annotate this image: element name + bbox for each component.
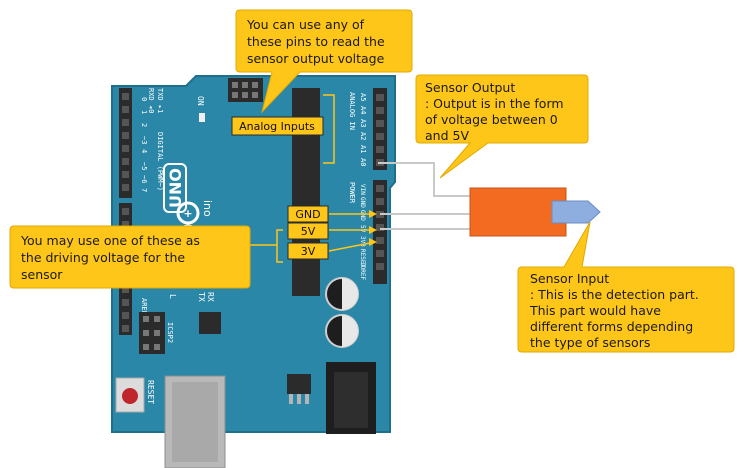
callout-sensor-input-line: : This is the detection part. [530,287,699,302]
power-bracket [276,229,283,263]
power-pin-label: GND [359,210,366,221]
callout-sensor-input-line: different forms depending [530,319,693,334]
power-pin-label: VIN [359,184,366,195]
power-pin-label: 5V [359,225,366,233]
voltage-regulator [287,374,311,404]
analog-pin-label: A4 [359,106,367,114]
power-pin-label: GND [359,197,366,208]
l-led-label: L [168,294,177,299]
power-pin-label: IOREF [359,262,366,280]
digital-pin-label: ~5 [140,162,148,170]
callout-sensor-input-line: This part would have [529,303,661,318]
analog-pin-label: A3 [359,119,367,127]
callout-sensor-output: Sensor Output : Output is in the form of… [415,74,589,179]
analog-bracket [323,94,335,164]
on-led [199,113,205,122]
callout-sensor-input: Sensor Input : This is the detection par… [517,221,735,353]
callout-sensor-output-line: : Output is in the form [425,96,564,111]
analog-pin-label: A0 [359,158,367,166]
capacitor-top [325,277,359,311]
digital-pin-label: 1 [140,110,148,114]
icsp-header-top [228,78,263,102]
tag-gnd: GND [287,205,329,223]
rxd-label: RXD ◂0 [147,88,155,113]
analog-pin-label: A5 [359,93,367,101]
analog-pin-label: A2 [359,132,367,140]
analog-output-wire [378,162,470,197]
tag-3v: 3V [287,242,329,260]
usb-connector [164,375,226,468]
uno-logo: UNO [163,163,187,213]
tag-analog-inputs-text: Analog Inputs [239,120,315,133]
dc-power-jack [326,362,376,434]
uno-logo-text: UNO [166,168,185,208]
power-header [373,180,387,284]
capacitor-bottom [325,314,359,348]
icsp2-header [139,312,165,354]
callout-sensor-output-line: of voltage between 0 [425,112,558,127]
analog-pin-label: A1 [359,145,367,153]
callout-driving-voltage-line: sensor [21,267,63,282]
sensor-probe [551,200,601,224]
brand-suffix: ino [201,200,214,217]
tag-analog-inputs: Analog Inputs [231,116,324,136]
power-section-label: POWER [348,182,356,204]
digital-section-label: DIGITAL (PWM~) [156,132,164,191]
tag-3v-text: 3V [301,245,316,258]
power-pin-label: RESET [359,249,366,267]
callout-sensor-input-line: Sensor Input [530,271,609,286]
tag-gnd-text: GND [295,208,320,221]
digital-pin-label: 7 [140,188,148,192]
analog-section-label: ANALOG IN [348,92,356,130]
digital-pin-label: ~6 [140,175,148,183]
sensor-body [469,187,567,237]
tag-5v-text: 5V [301,225,316,238]
txd-label: TXD ▸1 [156,88,164,113]
svg-text:+: + [183,207,192,220]
icsp2-header-pins [143,316,160,350]
callout-sensor-input-line: the type of sensors [530,335,650,350]
v3-tag-leader [328,242,371,252]
pin-arrowheads [369,210,377,246]
reset-button [115,377,145,413]
sensor [469,187,601,237]
power-pin-label: 3V3 [359,236,366,247]
rx-led-label: RX [206,292,215,302]
on-led-label: ON [196,96,205,106]
tx-led-label: TX [197,292,206,302]
tag-5v: 5V [287,222,329,240]
icsp-label: ICSP2 [166,322,174,343]
callout-sensor-output-line: and 5V [425,128,469,143]
digital-pin-label: 2 [140,123,148,127]
aref-label: AREF [140,298,148,315]
callout-sensor-output-line: Sensor Output [425,80,515,95]
digital-pin-label: ~3 [140,136,148,144]
callout-analog-pins: You can use any of these pins to read th… [235,9,413,114]
icsp-header-top-pins [232,82,258,98]
callout-driving-voltage-line: You may use one of these as [20,233,200,248]
digital-pin-label: 0 [140,97,148,101]
digital-header-upper [119,88,132,198]
callout-analog-pins-line: these pins to read the [247,34,385,49]
callout-driving-voltage-line: the driving voltage for the [21,250,185,265]
usb-interface-chip [199,312,221,334]
callout-analog-pins-line: sensor output voltage [247,51,385,66]
connection-wires [378,162,470,230]
digital-pin-label: 4 [140,149,148,153]
callout-analog-pins-line: You can use any of [246,17,365,32]
callout-driving-voltage: You may use one of these as the driving … [9,225,251,289]
reset-button-label: RESET [146,380,155,404]
